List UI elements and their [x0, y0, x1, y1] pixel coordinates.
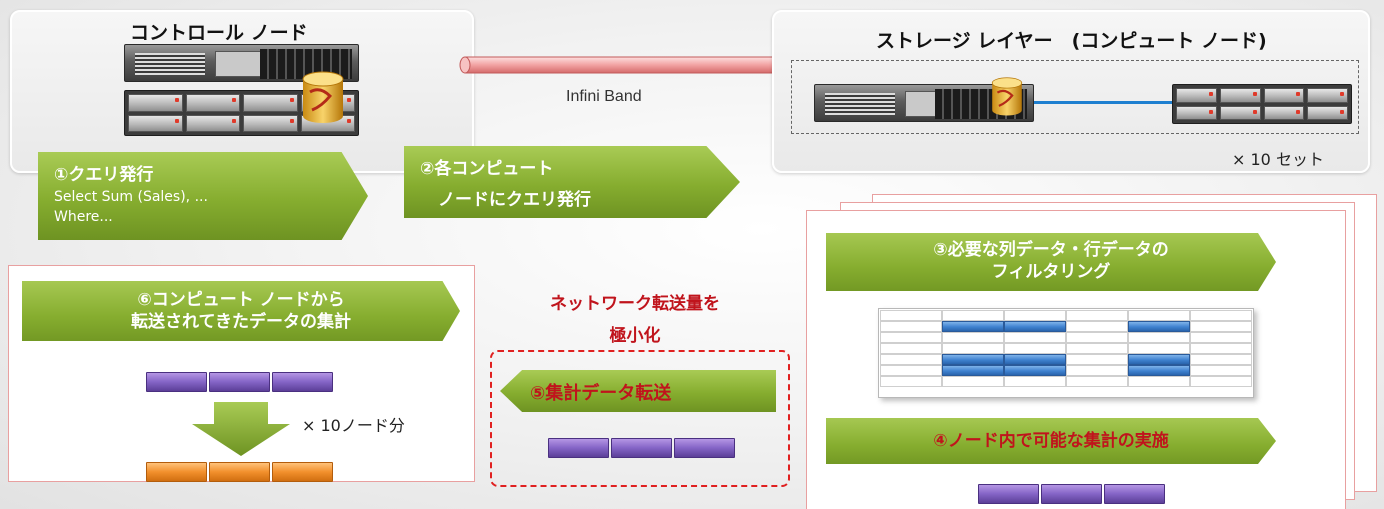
grid-cell	[1128, 321, 1190, 332]
grid-cell	[1004, 343, 1066, 354]
grid-cell	[880, 321, 942, 332]
grid-cell	[1066, 376, 1128, 387]
grid-cell	[942, 365, 1004, 376]
grid-cell	[1128, 354, 1190, 365]
grid-cell	[1004, 354, 1066, 365]
grid-cell	[1190, 354, 1252, 365]
grid-cell	[942, 321, 1004, 332]
compute-database-icon	[991, 77, 1023, 116]
storage-connection-line	[1034, 101, 1172, 104]
grid-cell	[1190, 376, 1252, 387]
grid-cell	[880, 310, 942, 321]
data-segment	[548, 438, 609, 458]
grid-cell	[1190, 343, 1252, 354]
grid-cell	[1128, 365, 1190, 376]
infiniband-link	[459, 56, 785, 74]
grid-cell	[1066, 321, 1128, 332]
data-segment	[146, 372, 207, 392]
grid-cell	[1066, 354, 1128, 365]
grid-cell	[880, 365, 942, 376]
compute-node-set-box	[791, 60, 1359, 134]
step3-line2: フィルタリング	[991, 262, 1111, 282]
data-segment	[674, 438, 735, 458]
data-segment	[1041, 484, 1102, 504]
network-note-line2: 極小化	[609, 326, 661, 346]
infiniband-label: Infini Band	[566, 88, 642, 105]
received-data-bar	[146, 372, 333, 392]
step4-title: ④ノード内で可能な集計の実施	[933, 431, 1169, 451]
filter-grid	[880, 310, 1252, 387]
result-segment	[272, 462, 333, 482]
grid-cell	[942, 310, 1004, 321]
grid-cell	[942, 376, 1004, 387]
grid-cell	[942, 332, 1004, 343]
data-segment	[209, 372, 270, 392]
grid-cell	[880, 376, 942, 387]
transfer-data-bar	[548, 438, 735, 458]
data-segment	[1104, 484, 1165, 504]
grid-cell	[942, 343, 1004, 354]
result-segment	[146, 462, 207, 482]
step2-line2: ノードにクエリ発行	[438, 190, 591, 210]
grid-cell	[1004, 310, 1066, 321]
step6-header: ⑥コンピュート ノードから 転送されてきたデータの集計	[22, 281, 460, 341]
data-table-grid	[878, 308, 1254, 398]
grid-cell	[1190, 310, 1252, 321]
control-node-title: コントロール ノード	[130, 22, 308, 44]
step1-title: ①クエリ発行	[54, 165, 154, 185]
network-note-line1: ネットワーク転送量を	[550, 294, 720, 314]
grid-cell	[1190, 321, 1252, 332]
step5-title: ⑤集計データ転送	[530, 383, 672, 404]
transfer-dashed-box	[490, 350, 790, 487]
grid-cell	[1066, 332, 1128, 343]
storage-layer-title: ストレージ レイヤー (コンピュート ノード)	[876, 30, 1267, 52]
step6-line1: ⑥コンピュート ノードから	[137, 290, 345, 310]
grid-cell	[942, 354, 1004, 365]
step1-query-line1: Select Sum (Sales), ...	[54, 189, 208, 205]
grid-cell	[1128, 310, 1190, 321]
data-segment	[272, 372, 333, 392]
aggregate-count-label: × 10ノード分	[302, 416, 405, 435]
data-segment	[978, 484, 1039, 504]
step3-line1: ③必要な列データ・行データの	[933, 240, 1169, 260]
step1-query-line2: Where...	[54, 209, 113, 225]
grid-cell	[1004, 321, 1066, 332]
grid-cell	[1004, 376, 1066, 387]
final-result-bar	[146, 462, 333, 482]
step2-arrow: ②各コンピュート ノードにクエリ発行	[404, 146, 740, 218]
grid-cell	[1004, 332, 1066, 343]
down-arrow-icon	[192, 402, 290, 456]
database-icon	[302, 71, 344, 123]
grid-cell	[1128, 343, 1190, 354]
network-minimize-note: ネットワーク転送量を 極小化	[490, 288, 780, 352]
grid-cell	[1066, 343, 1128, 354]
grid-cell	[1128, 376, 1190, 387]
step5-arrow: ⑤集計データ転送	[500, 370, 776, 412]
grid-cell	[1190, 332, 1252, 343]
result-segment	[209, 462, 270, 482]
step2-line1: ②各コンピュート	[420, 159, 554, 179]
grid-cell	[1190, 365, 1252, 376]
grid-cell	[1066, 365, 1128, 376]
grid-cell	[880, 332, 942, 343]
grid-cell	[1066, 310, 1128, 321]
compute-disk-array-icon	[1172, 84, 1352, 124]
grid-cell	[1128, 332, 1190, 343]
step1-arrow: ①クエリ発行 Select Sum (Sales), ... Where...	[38, 152, 368, 240]
grid-cell	[880, 343, 942, 354]
step3-header: ③必要な列データ・行データの フィルタリング	[826, 233, 1276, 291]
data-segment	[611, 438, 672, 458]
step6-line2: 転送されてきたデータの集計	[131, 312, 351, 332]
node-aggregate-bar	[978, 484, 1165, 504]
step4-header: ④ノード内で可能な集計の実施	[826, 418, 1276, 464]
grid-cell	[1004, 365, 1066, 376]
grid-cell	[880, 354, 942, 365]
set-count-label: × 10 セット	[1232, 150, 1324, 169]
